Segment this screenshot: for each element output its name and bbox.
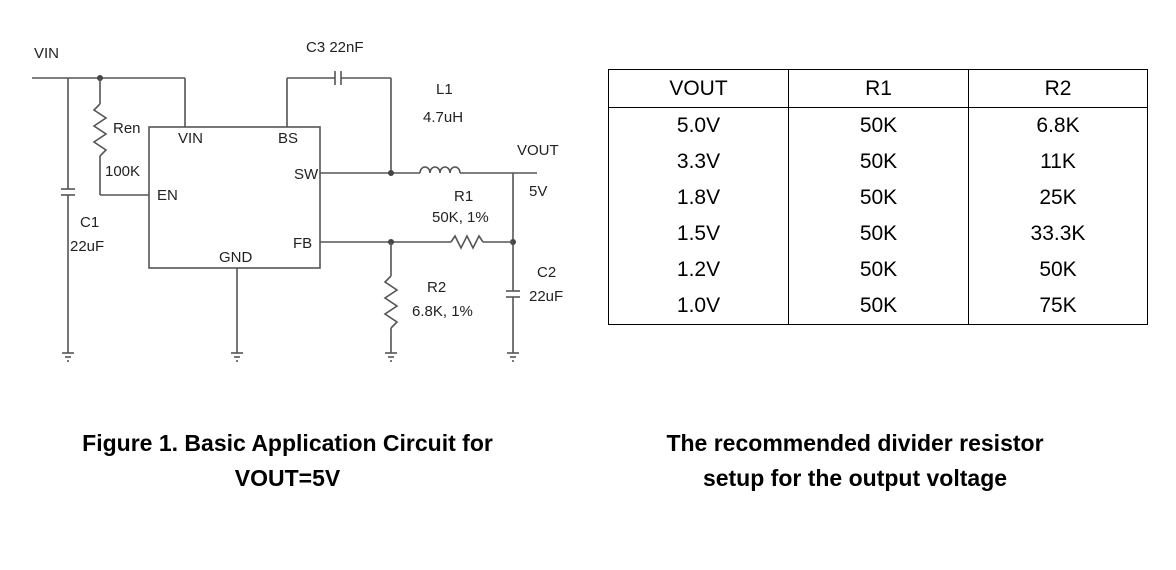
- header-r2: R2: [968, 69, 1148, 108]
- pin-bs-label: BS: [278, 130, 298, 147]
- cell-r2: 75K: [968, 288, 1148, 325]
- ren-resistor: [92, 103, 108, 157]
- cell-vout: 1.5V: [608, 216, 789, 252]
- table-caption-line1: The recommended divider resistor: [666, 430, 1044, 456]
- c2-value: 22uF: [529, 288, 563, 305]
- cell-vout: 3.3V: [608, 144, 789, 180]
- vout-label: VOUT: [517, 142, 559, 159]
- pin-vin-label: VIN: [178, 130, 203, 147]
- cell-r2: 11K: [968, 144, 1148, 180]
- cell-r1: 50K: [788, 216, 969, 252]
- table-row: 1.5V 50K 33.3K: [608, 216, 1148, 252]
- cell-r1: 50K: [788, 288, 969, 325]
- figure-caption-line2: VOUT=5V: [234, 465, 341, 491]
- table-caption: The recommended divider resistor setup f…: [610, 426, 1100, 496]
- cell-r2: 25K: [968, 180, 1148, 216]
- table-row: 5.0V 50K 6.8K: [608, 107, 1148, 144]
- header-vout: VOUT: [608, 69, 789, 108]
- ground-symbol-r2: [385, 352, 397, 362]
- l1-name: L1: [436, 81, 453, 98]
- table-row: 1.0V 50K 75K: [608, 288, 1148, 325]
- cell-r1: 50K: [788, 144, 969, 180]
- r1-name: R1: [454, 188, 473, 205]
- application-circuit-schematic: VIN C1 22uF Ren 100K VIN BS SW EN FB GND…: [32, 39, 563, 362]
- table-row: 1.8V 50K 25K: [608, 180, 1148, 216]
- r2-value: 6.8K, 1%: [412, 303, 473, 320]
- pin-sw-label: SW: [294, 166, 319, 183]
- ren-value: 100K: [105, 163, 140, 180]
- table-row: 1.2V 50K 50K: [608, 252, 1148, 288]
- table-caption-line2: setup for the output voltage: [702, 465, 1008, 491]
- cell-vout: 1.0V: [608, 288, 789, 325]
- c3-label: C3 22nF: [306, 39, 364, 56]
- c1-value: 22uF: [70, 238, 104, 255]
- vout-value: 5V: [529, 183, 547, 200]
- vin-label: VIN: [34, 45, 59, 62]
- cell-r2: 33.3K: [968, 216, 1148, 252]
- c2-name: C2: [537, 264, 556, 281]
- buck-converter-ic: [148, 126, 321, 269]
- cell-vout: 1.8V: [608, 180, 789, 216]
- cell-r2: 6.8K: [968, 107, 1148, 144]
- pin-en-label: EN: [157, 187, 178, 204]
- cell-r1: 50K: [788, 252, 969, 288]
- pin-fb-label: FB: [293, 235, 312, 252]
- cell-vout: 1.2V: [608, 252, 789, 288]
- cell-vout: 5.0V: [608, 107, 789, 144]
- divider-resistor-table: VOUT R1 R2 5.0V 50K 6.8K 3.3V 50K 11K 1.…: [608, 69, 1148, 325]
- r1-resistor: [450, 234, 484, 250]
- table-header-row: VOUT R1 R2: [608, 69, 1148, 108]
- ground-symbol-c1: [62, 352, 74, 362]
- r2-name: R2: [427, 279, 446, 296]
- l1-value: 4.7uH: [423, 109, 463, 126]
- header-r1: R1: [788, 69, 969, 108]
- r2-resistor: [383, 275, 399, 329]
- cell-r1: 50K: [788, 107, 969, 144]
- pin-gnd-label: GND: [219, 249, 253, 266]
- r1-value: 50K, 1%: [432, 209, 489, 226]
- figure-caption: Figure 1. Basic Application Circuit for …: [30, 426, 545, 496]
- ren-name: Ren: [113, 120, 141, 137]
- ground-symbol-c2: [507, 352, 519, 362]
- figure-caption-line1: Figure 1. Basic Application Circuit for: [82, 430, 493, 456]
- c1-name: C1: [80, 214, 99, 231]
- sw-junction: [388, 170, 394, 176]
- l1-inductor: [419, 166, 461, 174]
- ground-symbol-ic: [231, 352, 243, 362]
- cell-r2: 50K: [968, 252, 1148, 288]
- cell-r1: 50K: [788, 180, 969, 216]
- table-row: 3.3V 50K 11K: [608, 144, 1148, 180]
